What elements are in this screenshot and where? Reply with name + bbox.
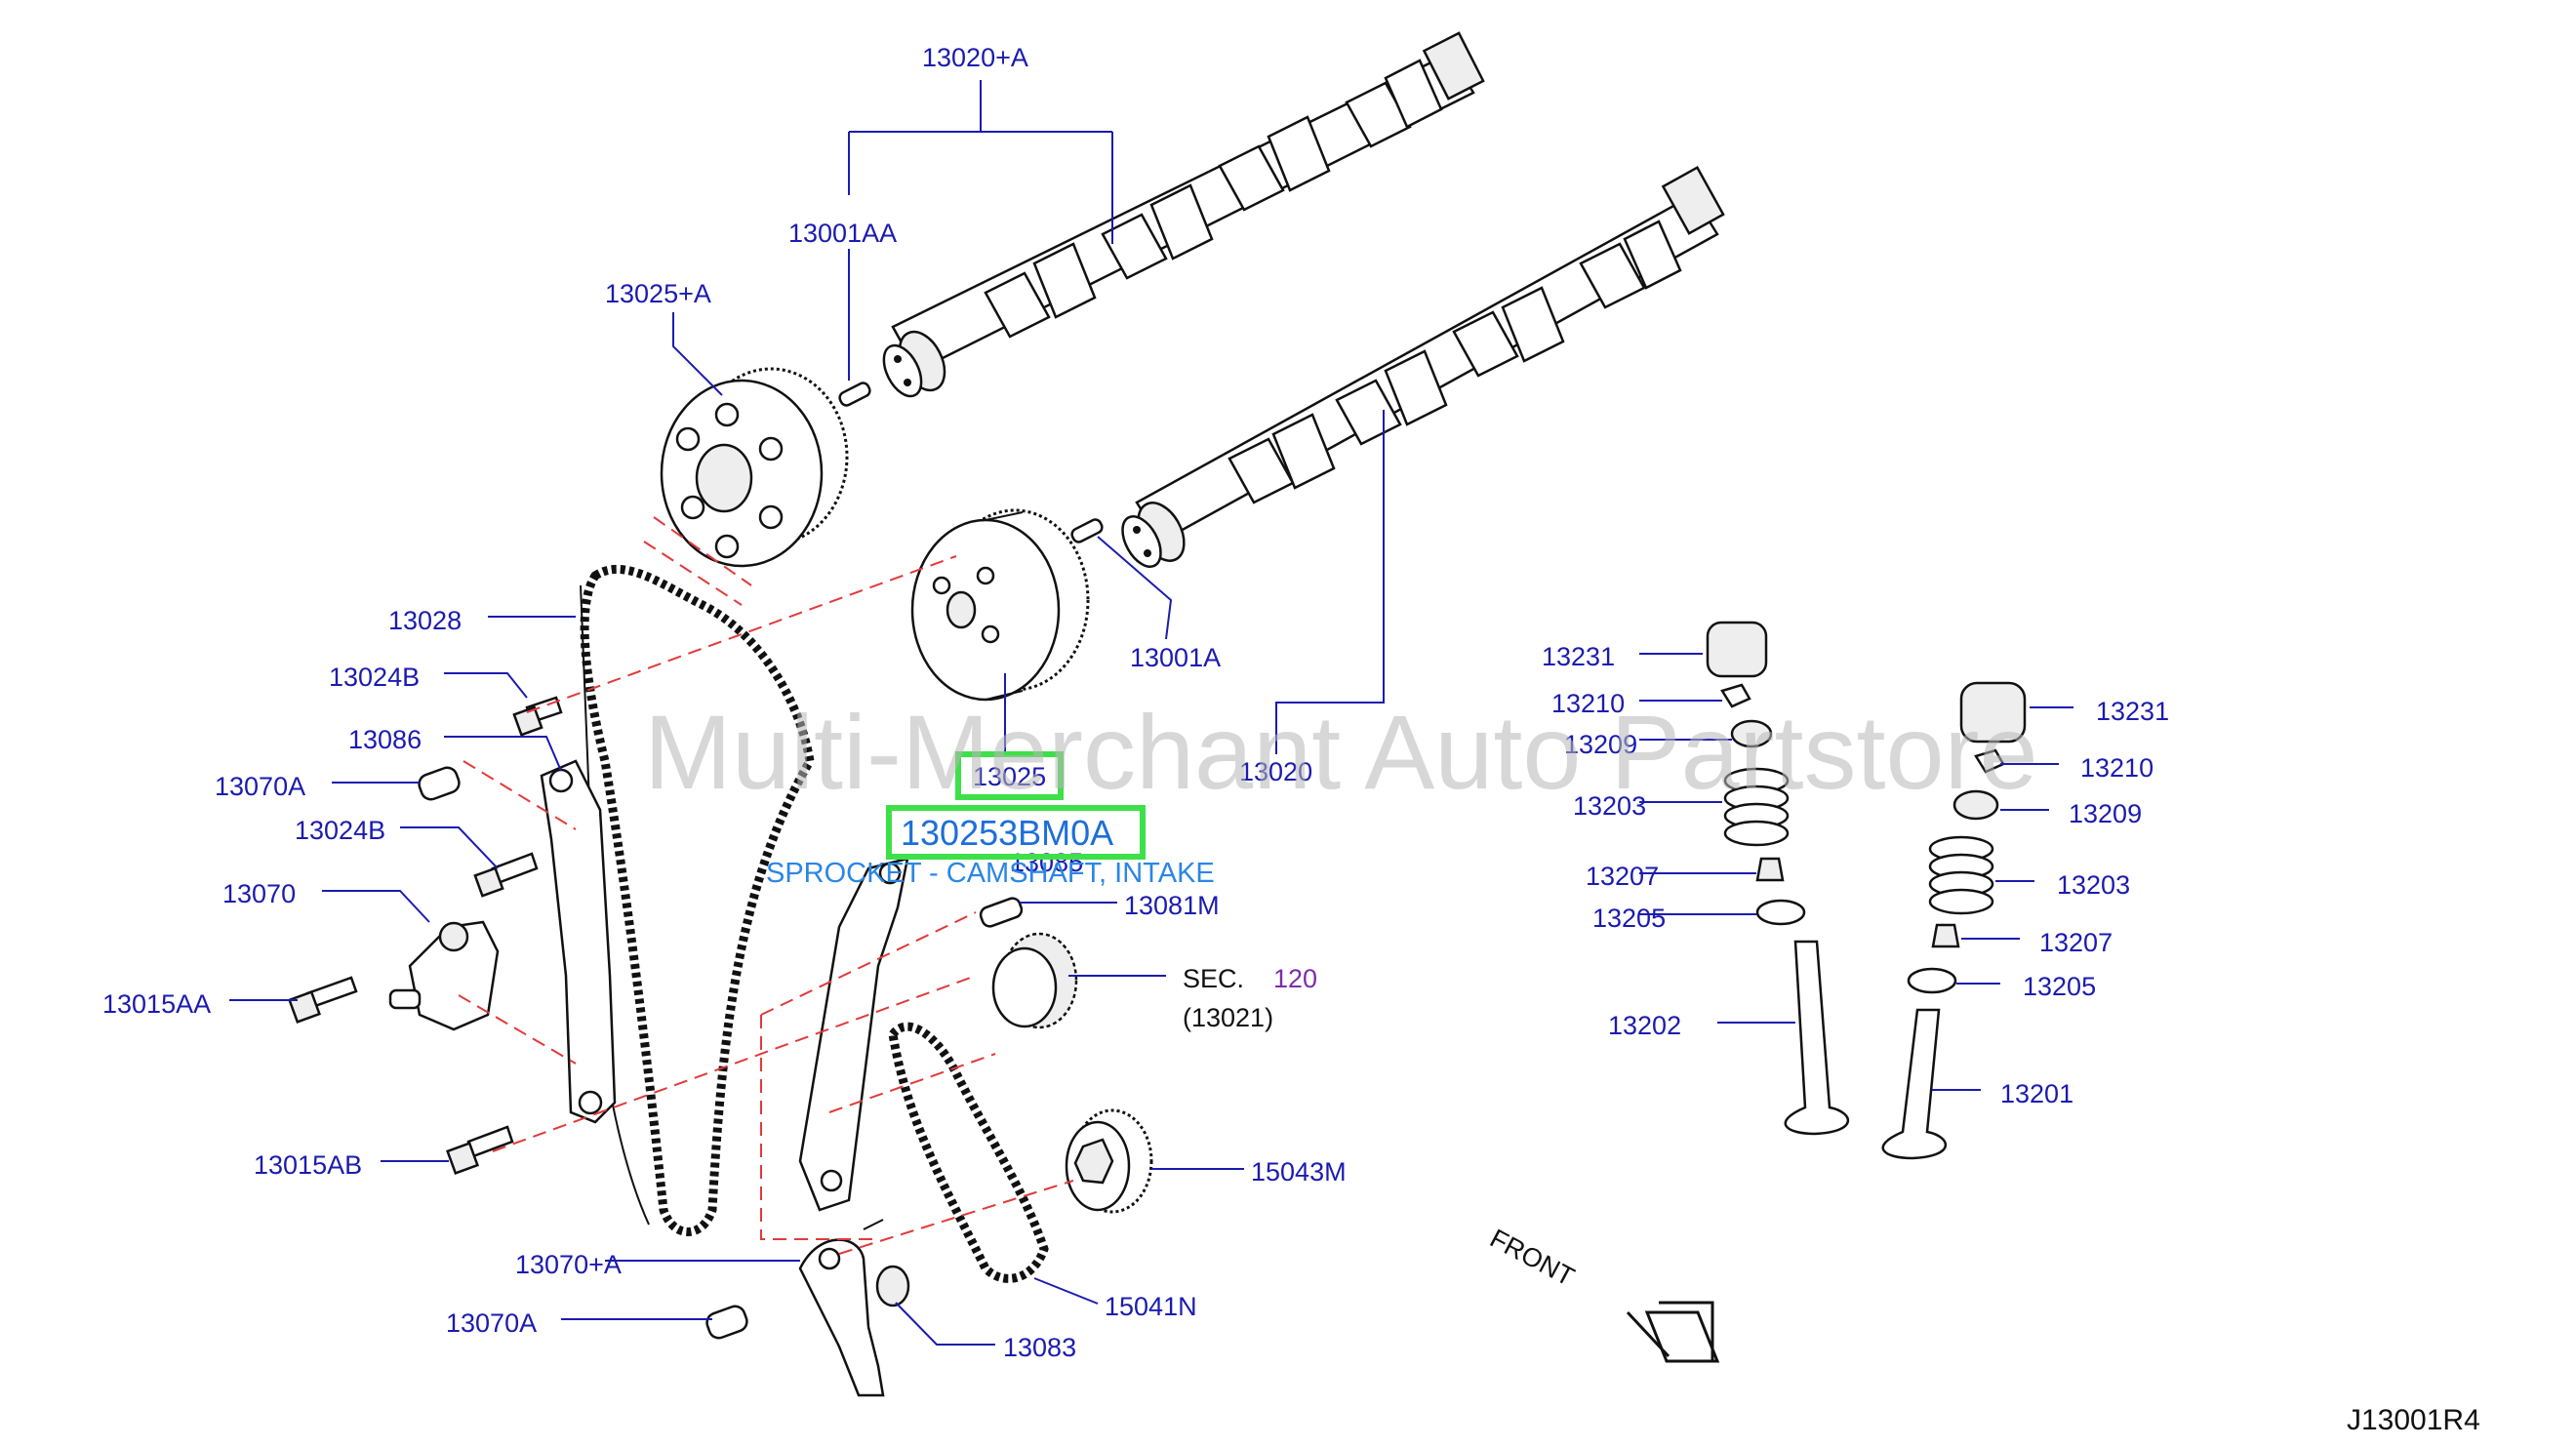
part-labels: 13020+A 13001AA 13025+A 13028 13024B 130… — [102, 43, 2169, 1362]
label-13086[interactable]: 13086 — [348, 725, 422, 754]
label-13205-right[interactable]: 13205 — [2023, 972, 2096, 1001]
pin-13081m[interactable] — [979, 896, 1024, 928]
crank-sprocket-13021[interactable] — [991, 932, 1078, 1029]
label-13025-highlight[interactable]: 13025 — [955, 751, 1064, 800]
label-13001a[interactable]: 13001A — [1130, 643, 1221, 672]
label-13201[interactable]: 13201 — [2000, 1079, 2073, 1108]
label-13203-left[interactable]: 13203 — [1573, 791, 1646, 821]
oil-pump-sprocket-15043m[interactable] — [1065, 1108, 1153, 1214]
camshaft-exhaust[interactable] — [876, 31, 1485, 402]
label-13207-left[interactable]: 13207 — [1586, 862, 1659, 891]
label-13209-right[interactable]: 13209 — [2069, 799, 2142, 828]
label-13024b-upper[interactable]: 13024B — [329, 663, 420, 692]
timing-chain-primary[interactable] — [580, 564, 815, 1236]
label-13015aa[interactable]: 13015AA — [102, 989, 211, 1019]
label-13203-right[interactable]: 13203 — [2057, 870, 2130, 900]
label-sec-number[interactable]: 120 — [1273, 964, 1317, 993]
label-13081m[interactable]: 13081M — [1124, 891, 1220, 920]
dowel-pin-13001aa[interactable] — [838, 381, 872, 407]
label-sec: SEC. — [1183, 964, 1244, 993]
chain-guide-13085[interactable] — [798, 857, 909, 1212]
label-13028[interactable]: 13028 — [388, 606, 462, 635]
label-13070a-upper[interactable]: 13070A — [215, 772, 305, 801]
bolt-13015aa[interactable] — [288, 976, 358, 1024]
label-13231-left[interactable]: 13231 — [1542, 642, 1615, 671]
label-15043m[interactable]: 15043M — [1251, 1157, 1347, 1187]
label-13205-left[interactable]: 13205 — [1592, 904, 1666, 933]
selected-part-box[interactable] — [886, 805, 1146, 860]
selected-part-callout[interactable]: 130253BM0A SPROCKET - CAMSHAFT, INTAKE — [766, 805, 1215, 889]
bush-13083[interactable] — [875, 1265, 910, 1307]
label-13001aa[interactable]: 13001AA — [788, 219, 897, 248]
label-13020-a[interactable]: 13020+A — [922, 43, 1028, 72]
watermark: Multi-Merchant Auto Partstore — [644, 693, 2038, 811]
chain-tensioner-13070[interactable] — [388, 920, 500, 1031]
oil-pump-chain-15041n[interactable] — [888, 1022, 1049, 1283]
label-13015ab[interactable]: 13015AB — [254, 1150, 362, 1180]
label-13231-right[interactable]: 13231 — [2096, 697, 2169, 726]
label-13070a-lower[interactable]: 13070A — [446, 1308, 537, 1338]
tensioner-arm-13086[interactable] — [540, 759, 617, 1124]
label-13202[interactable]: 13202 — [1608, 1011, 1681, 1040]
label-13210-right[interactable]: 13210 — [2080, 753, 2153, 783]
bolt-13024b-lower[interactable] — [473, 852, 539, 898]
front-arrow-icon — [1626, 1301, 1720, 1363]
diagram-reference: J13001R4 — [2347, 1404, 2480, 1436]
label-13020[interactable]: 13020 — [1239, 757, 1312, 786]
label-13207-right[interactable]: 13207 — [2039, 928, 2113, 957]
sprocket-exhaust[interactable] — [660, 367, 849, 568]
pin-13070a-lower[interactable] — [704, 1304, 749, 1341]
dowel-pin-13001a[interactable] — [1070, 517, 1105, 543]
label-13209-left[interactable]: 13209 — [1564, 730, 1637, 759]
center-lines — [458, 516, 1074, 1255]
label-13070-a[interactable]: 13070+A — [515, 1250, 622, 1279]
valvetrain-exhaust[interactable] — [1706, 621, 1849, 1136]
label-13025-a[interactable]: 13025+A — [605, 279, 711, 308]
sprocket-intake[interactable] — [910, 508, 1090, 702]
leader-lines — [229, 80, 2073, 1346]
label-13025[interactable]: 13025 — [973, 762, 1046, 791]
valvetrain-intake[interactable] — [1881, 681, 2027, 1160]
label-13083[interactable]: 13083 — [1003, 1333, 1076, 1362]
bolt-13015ab[interactable] — [446, 1125, 514, 1175]
tensioner-lever-13070a[interactable] — [798, 1219, 885, 1397]
label-15041n[interactable]: 15041N — [1105, 1292, 1197, 1321]
label-13021: (13021) — [1183, 1003, 1273, 1032]
label-13070[interactable]: 13070 — [222, 879, 296, 908]
label-13210-left[interactable]: 13210 — [1551, 689, 1625, 718]
front-label: FRONT — [1485, 1224, 1579, 1292]
selected-part-number[interactable]: 130253BM0A — [901, 813, 1113, 853]
label-13085[interactable]: 13085 — [1010, 848, 1083, 877]
selected-part-description: SPROCKET - CAMSHAFT, INTAKE — [766, 858, 1215, 889]
front-indicator: FRONT — [1485, 1224, 1720, 1363]
pin-13070a-upper[interactable] — [417, 765, 462, 802]
camshaft-intake[interactable] — [1114, 165, 1725, 574]
label-13024b-lower[interactable]: 13024B — [295, 816, 385, 845]
